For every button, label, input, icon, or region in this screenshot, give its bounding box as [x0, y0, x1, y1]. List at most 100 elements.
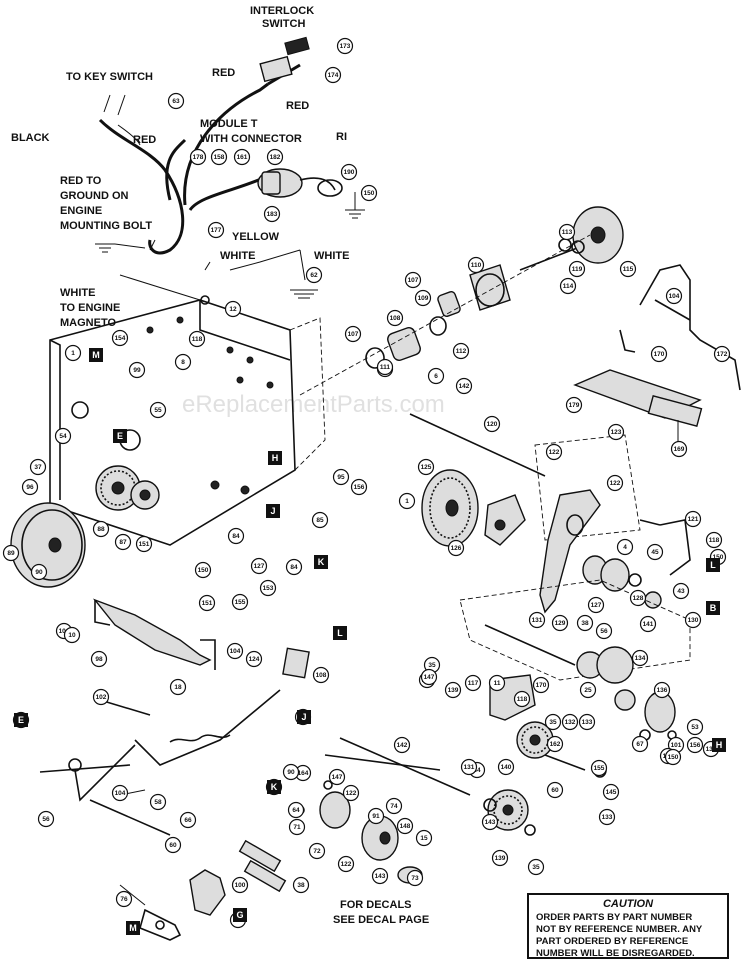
callout-circle	[631, 649, 649, 667]
callout-circle	[328, 768, 346, 786]
callout-number: 107	[348, 331, 359, 338]
callout-circle	[587, 596, 605, 614]
callout-number: 133	[602, 814, 613, 821]
callout-circle	[29, 458, 47, 476]
callout-number: 156	[690, 742, 701, 749]
callout-circle	[342, 784, 360, 802]
letter-tag: K	[271, 782, 278, 792]
callout-circle	[282, 763, 300, 781]
letter-tag: M	[92, 350, 100, 360]
label-to-engine: TO ENGINE	[60, 302, 120, 314]
letter-tag-box	[126, 921, 140, 935]
wiring-harness	[95, 36, 365, 305]
callout-circle	[54, 427, 72, 445]
caution-line-4: NUMBER WILL BE DISREGARDED.	[536, 948, 695, 959]
callout-circle	[332, 468, 350, 486]
letter-tags: MEJHKLBHLJEHKGM	[14, 348, 726, 935]
callout-number: 139	[448, 687, 459, 694]
callout-number: 130	[688, 617, 699, 624]
callout-circle	[467, 256, 485, 274]
letter-tag: J	[270, 506, 275, 516]
callout-number: 133	[582, 719, 593, 726]
letter-tag: G	[236, 910, 243, 920]
callout-number: 44	[473, 767, 481, 774]
label-ri: RI	[336, 131, 347, 143]
callout-circle	[312, 666, 330, 684]
callout-circle	[226, 642, 244, 660]
callout-number: 108	[316, 672, 327, 679]
callout-circle	[544, 713, 562, 731]
callout-number: 112	[456, 348, 467, 355]
callout-circle	[686, 718, 704, 736]
callout-number: 136	[657, 687, 668, 694]
callout-number: 100	[235, 882, 246, 889]
callout-number: 15	[420, 835, 428, 842]
callout-number: 151	[139, 541, 150, 548]
callout-circle	[481, 813, 499, 831]
callout-number: 118	[709, 537, 720, 544]
callout-number: 90	[287, 769, 295, 776]
callout-number: 110	[471, 262, 482, 269]
callout-number: 109	[418, 295, 429, 302]
callout-number: 129	[555, 620, 566, 627]
callout-number: 177	[211, 227, 222, 234]
callout-circle	[551, 614, 569, 632]
callout-circle	[616, 538, 634, 556]
callout-number: 118	[192, 336, 203, 343]
callout-number: 155	[594, 765, 605, 772]
callout-circle	[606, 474, 624, 492]
callout-circle	[305, 266, 323, 284]
callout-number: 1	[405, 498, 409, 505]
callout-number: 142	[459, 383, 470, 390]
callout-circle	[406, 869, 424, 887]
callout-circle	[308, 842, 326, 860]
callout-number: 153	[263, 585, 274, 592]
callout-circle	[115, 890, 133, 908]
callout-circle	[30, 563, 48, 581]
callout-circle	[670, 440, 688, 458]
text-labels: INTERLOCK SWITCH RED RED TO KEY SWITCH B…	[11, 5, 429, 926]
callout-circle	[578, 713, 596, 731]
letter-tag: H	[272, 453, 279, 463]
label-engine: ENGINE	[60, 205, 102, 217]
watermark: eReplacementParts.com	[182, 391, 445, 418]
callout-number: 74	[390, 803, 398, 810]
label-switch: SWITCH	[262, 18, 305, 30]
letter-tag: M	[129, 923, 137, 933]
callout-circle	[114, 533, 132, 551]
callout-number: 87	[119, 539, 127, 546]
callout-number: 84	[290, 564, 298, 571]
callout-circle	[590, 759, 608, 777]
callout-number: 85	[316, 517, 324, 524]
callout-circle	[602, 783, 620, 801]
callout-circle	[233, 148, 251, 166]
callout-circle	[705, 531, 723, 549]
callout-number: 67	[636, 741, 644, 748]
callout-circle	[245, 650, 263, 668]
callout-circle	[393, 736, 411, 754]
callout-circle	[629, 589, 647, 607]
letter-tag-box	[706, 601, 720, 615]
callout-number: 108	[390, 315, 401, 322]
letter-tag-box	[113, 429, 127, 443]
caution-line-2: NOT BY REFERENCE NUMBER. ANY	[536, 924, 703, 935]
callout-number: 53	[691, 724, 699, 731]
callout-number: 143	[485, 819, 496, 826]
callout-number: 148	[400, 823, 411, 830]
callout-number: 118	[517, 696, 528, 703]
label-yellow: YELLOW	[232, 231, 280, 243]
callout-circle	[417, 458, 435, 476]
callout-number: 115	[623, 266, 634, 273]
callout-number: 139	[495, 855, 506, 862]
callout-circle	[37, 810, 55, 828]
callout-number: 158	[214, 154, 225, 161]
callout-circle	[287, 801, 305, 819]
callout-number: 58	[154, 799, 162, 806]
callout-number: 150	[364, 190, 375, 197]
callout-circle	[224, 300, 242, 318]
letter-tag: E	[18, 715, 24, 725]
callout-number: 99	[133, 367, 141, 374]
label-module-t: MODULE T	[200, 118, 258, 130]
letter-tag: B	[710, 603, 717, 613]
callout-circle	[497, 758, 515, 776]
